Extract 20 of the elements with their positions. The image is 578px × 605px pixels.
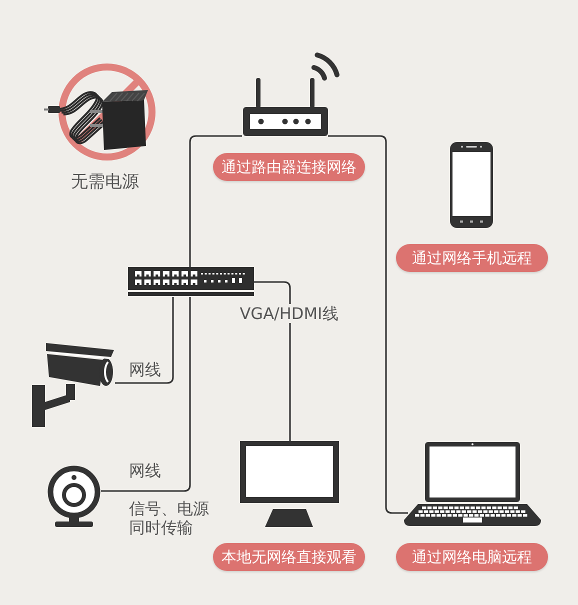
note-text: 信号、电源同时传输 bbox=[128, 499, 210, 537]
monitor-icon bbox=[240, 441, 339, 528]
edge-label: VGA/HDMI线 bbox=[238, 304, 340, 323]
connection-line bbox=[115, 297, 174, 384]
edge-label: 网线 bbox=[127, 360, 163, 379]
icon-caption: 无需电源 bbox=[70, 172, 140, 192]
edge-label: 网线 bbox=[127, 461, 163, 480]
caption-tag: 通过网络电脑远程 bbox=[396, 543, 548, 571]
network-switch-icon bbox=[128, 267, 254, 297]
connection-line bbox=[328, 135, 408, 514]
caption-tag: 通过路由器连接网络 bbox=[213, 153, 365, 181]
connection-line bbox=[101, 297, 191, 492]
connection-line bbox=[189, 135, 242, 267]
caption-tag: 本地无网络直接观看 bbox=[213, 543, 365, 571]
laptop-icon bbox=[404, 442, 541, 528]
webcam-icon bbox=[47, 465, 101, 528]
smartphone-icon bbox=[449, 141, 494, 229]
cctv-camera-icon bbox=[30, 340, 115, 428]
connection-line bbox=[254, 281, 291, 441]
caption-tag: 通过网络手机远程 bbox=[396, 244, 548, 272]
